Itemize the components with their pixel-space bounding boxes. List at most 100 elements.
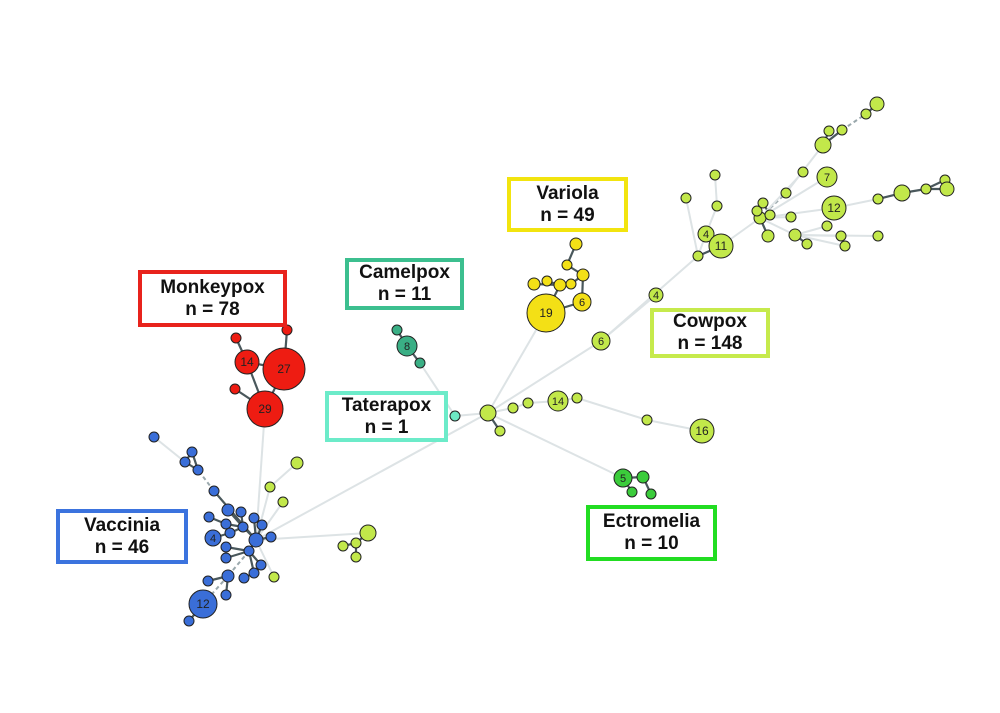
node-count-label: 8 <box>404 341 410 353</box>
node-count-label: 16 <box>695 424 709 438</box>
node-monkeypox <box>230 332 242 344</box>
node-variola <box>553 278 567 292</box>
node-vaccinia <box>183 615 195 627</box>
node-cowpox <box>780 187 792 199</box>
node-cowpox <box>835 230 847 242</box>
node-cowpox <box>839 240 851 252</box>
node-cowpox <box>939 181 955 197</box>
clade-name: Taterapox <box>341 394 432 416</box>
node-cowpox <box>872 193 884 205</box>
node-cowpox <box>350 551 362 563</box>
node-monkeypox <box>229 383 241 395</box>
node-vaccinia <box>237 521 249 533</box>
node-camelpox <box>396 335 418 357</box>
node-vaccinia <box>255 559 267 571</box>
node-cowpox <box>641 414 653 426</box>
node-ectromelia <box>645 488 657 500</box>
node-count-label: 14 <box>240 355 254 369</box>
node-vaccinia <box>188 589 218 619</box>
node-cowpox <box>697 225 715 243</box>
node-cowpox <box>359 524 377 542</box>
node-cowpox <box>709 169 721 181</box>
node-count-label: 6 <box>579 297 585 309</box>
node-cowpox <box>757 197 769 209</box>
node-cowpox <box>277 496 289 508</box>
clade-count: n = 1 <box>364 416 409 438</box>
node-cowpox <box>507 402 519 414</box>
clade-count: n = 46 <box>94 536 150 558</box>
node-monkeypox <box>234 349 260 375</box>
node-cowpox <box>920 183 932 195</box>
node-cowpox <box>814 136 832 154</box>
node-variola <box>541 275 553 287</box>
label-box-ectromelia: Ectromelia n = 10 <box>586 505 717 561</box>
node-vaccinia <box>224 527 236 539</box>
label-box-cowpox: Cowpox n = 148 <box>650 308 770 358</box>
clade-name: Variola <box>536 182 599 204</box>
node-cowpox <box>801 238 813 250</box>
node-vaccinia <box>220 541 232 553</box>
node-vaccinia <box>203 511 215 523</box>
node-count-label: 7 <box>824 172 830 184</box>
node-cowpox <box>872 230 884 242</box>
node-taterapox <box>449 410 461 422</box>
clade-count: n = 11 <box>377 284 432 305</box>
node-count-label: 12 <box>196 597 210 611</box>
node-vaccinia <box>238 572 250 584</box>
node-count-label: 4 <box>653 290 659 302</box>
node-cowpox <box>479 404 497 422</box>
node-cowpox <box>268 571 280 583</box>
label-box-vaccinia: Vaccinia n = 46 <box>56 509 188 564</box>
node-vaccinia <box>186 446 198 458</box>
node-vaccinia <box>256 519 268 531</box>
node-vaccinia <box>179 456 191 468</box>
node-cowpox <box>816 166 838 188</box>
clade-count: n = 49 <box>540 204 595 226</box>
tree-edge <box>255 412 489 541</box>
tree-edge <box>419 362 456 417</box>
node-variola <box>572 292 592 312</box>
node-vaccinia <box>220 552 232 564</box>
node-cowpox <box>708 233 734 259</box>
tree-edge <box>576 397 648 421</box>
node-cowpox <box>785 211 797 223</box>
node-cowpox <box>350 537 362 549</box>
node-count-label: 5 <box>620 473 626 485</box>
clade-name: Monkeypox <box>160 276 265 298</box>
node-monkeypox <box>262 347 306 391</box>
node-ectromelia <box>636 470 650 484</box>
node-variola <box>569 237 583 251</box>
clade-count: n = 10 <box>624 533 679 554</box>
node-cowpox <box>337 540 349 552</box>
node-count-label: 6 <box>598 336 604 348</box>
tree-edge <box>487 340 602 414</box>
clade-count: n = 78 <box>185 298 240 320</box>
node-vaccinia <box>235 506 247 518</box>
node-ectromelia <box>626 486 638 498</box>
node-cowpox <box>290 456 304 470</box>
node-cowpox <box>836 124 848 136</box>
tree-edge <box>685 197 699 257</box>
node-vaccinia <box>221 503 235 517</box>
node-vaccinia <box>148 431 160 443</box>
node-cowpox <box>680 192 692 204</box>
node-vaccinia <box>202 575 214 587</box>
label-box-variola: Variola n = 49 <box>507 177 628 232</box>
node-cowpox <box>821 220 833 232</box>
node-count-label: 12 <box>827 201 841 215</box>
node-cowpox <box>764 209 776 221</box>
node-variola <box>527 277 541 291</box>
node-vaccinia <box>220 518 232 530</box>
node-count-label: 29 <box>258 402 272 416</box>
node-cowpox <box>264 481 276 493</box>
node-vaccinia <box>243 545 255 557</box>
tree-edge <box>794 234 846 247</box>
node-monkeypox <box>281 324 293 336</box>
node-cowpox <box>751 205 763 217</box>
node-cowpox <box>761 229 775 243</box>
clade-name: Ectromelia <box>602 511 701 532</box>
node-cowpox <box>821 195 847 221</box>
tree-edge <box>213 490 257 541</box>
